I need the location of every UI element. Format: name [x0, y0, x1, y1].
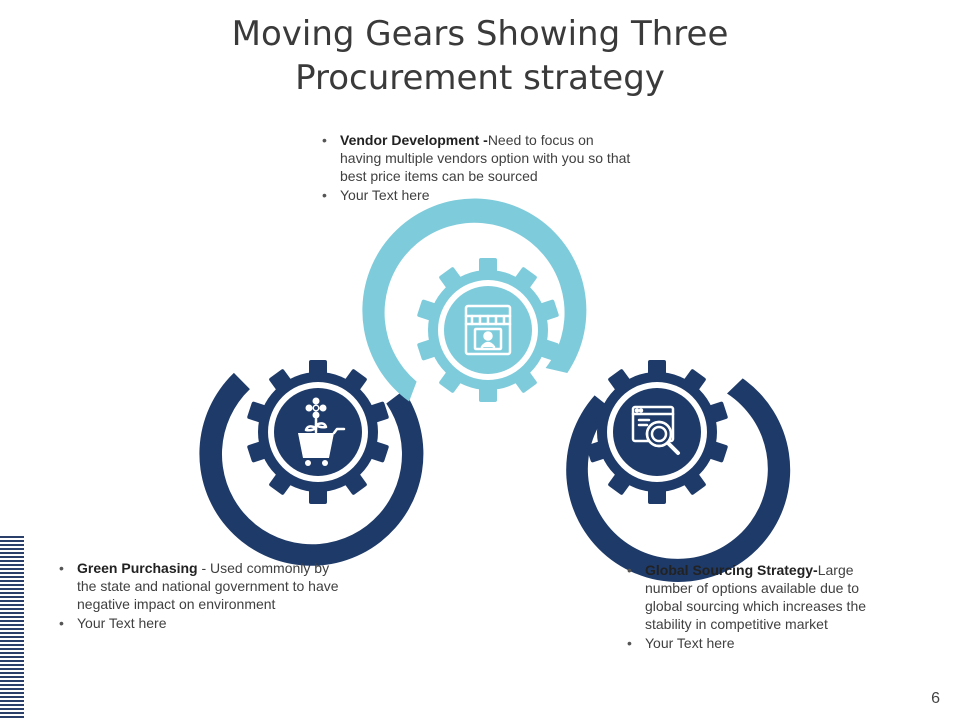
global-heading: Global Sourcing Strategy- [645, 562, 818, 578]
storefront-icon [464, 304, 512, 356]
global-extra-bullet: Your Text here [627, 634, 887, 652]
decorative-stripes [0, 536, 24, 720]
title-line-2: Procurement strategy [295, 58, 665, 98]
global-description: Large number of options available due to… [645, 562, 867, 632]
left-outer-arc [199, 372, 424, 566]
vendor-heading: Vendor Development - [340, 132, 488, 148]
vendor-extra-bullet: Your Text here [322, 186, 632, 204]
green-description: - Used commonly by the state and nationa… [77, 560, 339, 612]
vendor-description: Need to focus on having multiple vendors… [340, 132, 631, 184]
global-text-block: Global Sourcing Strategy-Large number of… [627, 561, 887, 653]
green-bullet: Green Purchasing - Used commonly by the … [59, 559, 349, 613]
slide-title: Moving Gears Showing Three Procurement s… [0, 12, 960, 100]
green-text-block: Green Purchasing - Used commonly by the … [59, 559, 349, 633]
web-search-icon [631, 405, 680, 455]
left-gear [247, 360, 389, 504]
left-gear-group [199, 360, 424, 566]
green-heading: Green Purchasing [77, 560, 198, 576]
page-number: 6 [931, 690, 940, 707]
green-extra-bullet: Your Text here [59, 614, 349, 632]
vendor-text-block: Vendor Development -Need to focus on hav… [322, 131, 632, 205]
vendor-bullet: Vendor Development -Need to focus on hav… [322, 131, 632, 185]
title-line-1: Moving Gears Showing Three [231, 14, 729, 54]
flower-cart-icon [298, 397, 346, 466]
top-gear-group [362, 198, 587, 402]
global-bullet: Global Sourcing Strategy-Large number of… [627, 561, 887, 633]
right-gear-group [566, 360, 791, 582]
